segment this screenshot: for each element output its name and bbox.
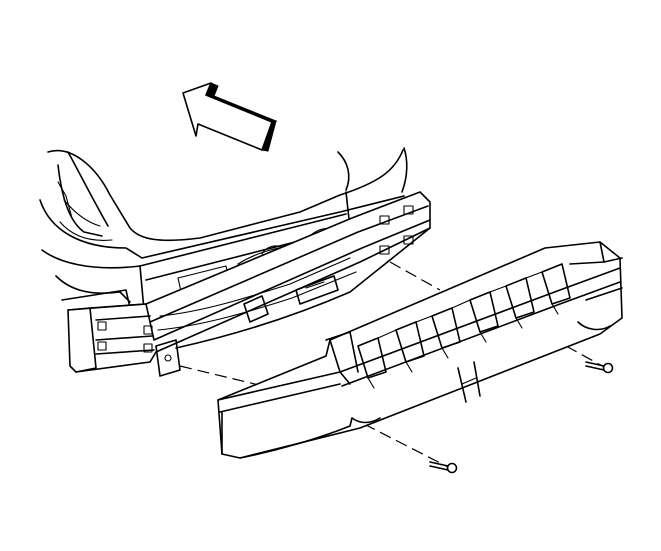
fastener-right [585, 361, 614, 374]
arrow-forward-icon [182, 82, 278, 152]
bumper-reinforcement-bar [67, 191, 431, 377]
fastener-left [429, 461, 458, 474]
energy-absorber [217, 241, 623, 459]
